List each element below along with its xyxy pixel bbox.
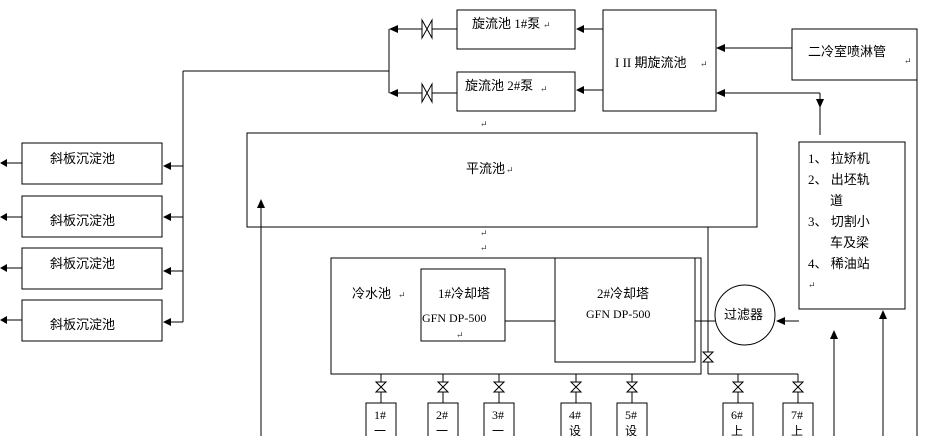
pump-box	[560, 402, 592, 436]
pump-label: 4#	[569, 408, 581, 422]
cooling-tower-1-name: 1#冷却塔	[438, 286, 490, 301]
cooling-tower-2-model: GFN DP-500	[586, 307, 650, 321]
pump-box	[365, 402, 397, 436]
inclined-settler-3-box	[21, 247, 163, 290]
inclined-settler-1-label: 斜板沉淀池	[50, 151, 115, 166]
inclined-settler-4-box	[21, 299, 163, 342]
pump-label: 3#	[492, 408, 504, 422]
svg-text:↵: ↵	[506, 165, 514, 175]
equipment-line-5: 车及梁	[830, 235, 869, 250]
valve-icon	[421, 82, 433, 104]
equipment-line-6: 4、 稀油站	[808, 256, 870, 271]
secondary-cooling-spray-box	[791, 28, 918, 81]
cooling-tower-1-model: GFN DP-500	[422, 311, 486, 325]
pump-sublabel: 一	[436, 424, 448, 436]
equipment-line-2: 2、 出坯轨	[808, 172, 870, 187]
pump-sublabel: 上	[791, 424, 803, 436]
svg-text:↵: ↵	[456, 330, 464, 340]
pump-box	[616, 402, 648, 436]
svg-text:↵: ↵	[808, 280, 816, 290]
pump-sublabel: 设	[569, 424, 581, 436]
valve-icon	[436, 381, 450, 393]
pump-box	[782, 402, 814, 436]
cyclone-pump-2-label: 旋流池 2#泵	[465, 78, 533, 93]
valve-icon	[791, 381, 805, 393]
svg-text:↵: ↵	[398, 290, 406, 300]
equipment-line-1: 1、 拉矫机	[808, 151, 870, 166]
svg-text:↵: ↵	[700, 59, 708, 69]
inclined-settler-4-label: 斜板沉淀池	[50, 317, 115, 332]
pump-box	[483, 402, 515, 436]
cyclone-pump-1-label: 旋流池 1#泵	[472, 16, 540, 31]
equipment-line-3: 道	[830, 193, 843, 208]
cooling-tower-2-box	[554, 257, 696, 363]
valve-icon	[421, 18, 433, 40]
valve-icon	[625, 381, 639, 393]
inclined-settler-2-label: 斜板沉淀池	[50, 213, 115, 228]
flat-flow-pool-label: 平流池	[466, 161, 505, 176]
svg-text:↵: ↵	[480, 228, 488, 238]
pump-box	[722, 402, 754, 436]
cooling-tower-1-box	[420, 268, 506, 342]
filter-label: 过滤器	[724, 307, 763, 322]
cyclone-pump-2-box	[456, 71, 576, 112]
pump-sublabel: 设	[625, 424, 637, 436]
pump-label: 6#	[731, 408, 743, 422]
cyclone-pump-1-box	[456, 9, 576, 50]
svg-text:↵: ↵	[543, 20, 551, 30]
pump-label: 1#	[374, 408, 386, 422]
valve-icon	[374, 381, 388, 393]
svg-text:↵: ↵	[904, 56, 912, 66]
secondary-cooling-spray-label: 二冷室喷淋管	[808, 44, 886, 59]
svg-text:↵: ↵	[540, 84, 548, 94]
equipment-list-box	[798, 141, 906, 310]
pump-box	[427, 402, 459, 436]
svg-text:↵: ↵	[480, 243, 488, 253]
pump-sublabel: 一	[374, 424, 386, 436]
svg-text:↵: ↵	[480, 119, 488, 129]
flat-flow-pool-box	[246, 132, 758, 228]
pump-sublabel: 上	[731, 424, 743, 436]
filter-circle	[714, 284, 776, 346]
pump-sublabel: 一	[492, 424, 504, 436]
cooling-tower-2-name: 2#冷却塔	[597, 286, 649, 301]
equipment-line-4: 3、 切割小	[808, 214, 870, 229]
valve-icon	[731, 381, 745, 393]
pump-row: 1# 一 2# 一 3# 一 4# 设 5# 设 6# 上 7# 上	[365, 374, 814, 436]
pump-label: 5#	[625, 408, 637, 422]
inclined-settler-3-label: 斜板沉淀池	[50, 256, 115, 271]
cyclone-pool-box	[602, 9, 717, 112]
valve-icon	[569, 381, 583, 393]
pump-label: 2#	[436, 408, 448, 422]
cold-water-pool-label: 冷水池	[352, 286, 391, 301]
inclined-settler-2-box	[21, 195, 163, 238]
pump-label: 7#	[791, 408, 803, 422]
valve-icon	[492, 381, 506, 393]
inclined-settler-1-box	[21, 142, 163, 185]
cyclone-pool-label: I II 期旋流池	[615, 55, 687, 70]
valve-icon	[701, 351, 715, 363]
